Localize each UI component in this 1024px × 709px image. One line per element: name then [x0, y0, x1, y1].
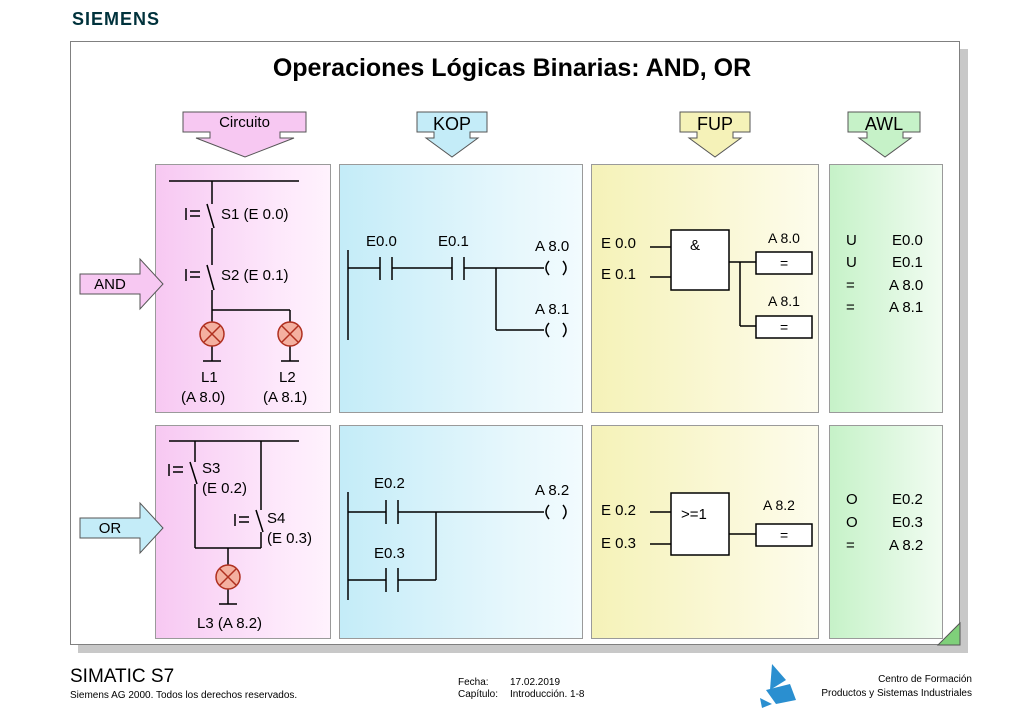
- switch-s3-label: S3: [202, 460, 221, 477]
- awl-or-op-1: O: [846, 491, 858, 508]
- panel-awl-or: [829, 425, 943, 639]
- switch-s4-label: S4: [267, 510, 286, 527]
- arrow-circuito: [182, 111, 307, 158]
- awl-and-op-2: U: [846, 254, 857, 271]
- awl-or-op-2: O: [846, 514, 858, 531]
- awl-and-arg-3: A 8.0: [889, 277, 924, 294]
- fup-input-e00: E 0.0: [601, 235, 637, 252]
- arrow-awl: [847, 111, 921, 158]
- kop-or-ladder: [347, 492, 567, 600]
- centro-line-2: Productos y Sistemas Industriales: [821, 688, 972, 699]
- fup-input-e02: E 0.2: [601, 502, 637, 519]
- awl-and-op-1: U: [846, 232, 857, 249]
- fup-or-blocks: [650, 492, 813, 556]
- footer-left: SIMATIC S7 Siemens AG 2000. Todos los de…: [70, 666, 297, 701]
- switch-s3-addr: (E 0.2): [202, 480, 248, 497]
- header-kop: KOP: [432, 114, 471, 134]
- fecha-label: Fecha:: [458, 677, 489, 688]
- fup-assign-a81: =: [780, 319, 789, 335]
- awl-or-arg-1: E0.2: [892, 491, 923, 508]
- header-awl: AWL: [864, 114, 904, 134]
- fup-or-gate-label: >=1: [681, 506, 707, 523]
- copyright: Siemens AG 2000. Todos los derechos rese…: [70, 690, 298, 701]
- kop-coil-a80: A 8.0: [535, 238, 570, 255]
- kop-contact-e00: E0.0: [366, 233, 397, 250]
- awl-or-op-3: =: [846, 537, 855, 554]
- centro-line-1: Centro de Formación: [878, 674, 972, 685]
- awl-or-arg-2: E0.3: [892, 514, 923, 531]
- awl-and-arg-4: A 8.1: [889, 299, 924, 316]
- panel-awl-and: [829, 164, 943, 413]
- kop-contact-e03: E0.3: [374, 545, 405, 562]
- header-fup: FUP: [697, 114, 733, 134]
- awl-and-arg-1: E0.0: [892, 232, 923, 249]
- panel-kop-or: [339, 425, 583, 639]
- lamp-l2-label: L2: [279, 369, 296, 386]
- and-circuit-wires: [169, 180, 299, 362]
- awl-and-op-4: =: [846, 299, 855, 316]
- page-title: Operaciones Lógicas Binarias: AND, OR: [272, 54, 752, 82]
- lamp-l1-addr: (A 8.0): [181, 389, 226, 406]
- kop-contact-e01: E0.1: [438, 233, 469, 250]
- kop-coil-a81: A 8.1: [535, 301, 570, 318]
- fecha-value: 17.02.2019: [510, 677, 561, 688]
- lamp-l3: [215, 564, 241, 590]
- panel-kop-and: [339, 164, 583, 413]
- switch-symbols: [185, 208, 200, 281]
- fup-output-a81: A 8.1: [768, 293, 800, 309]
- fup-and-blocks: [650, 229, 813, 339]
- fup-output-a82: A 8.2: [763, 497, 795, 513]
- lamp-l2: [277, 321, 303, 347]
- switch-s2-label: S2 (E 0.1): [221, 267, 289, 284]
- arrow-kop: [416, 111, 488, 158]
- capitulo-label: Capítulo:: [458, 689, 499, 700]
- capitulo-value: Introducción. 1-8: [510, 689, 585, 700]
- kop-contact-e02: E0.2: [374, 475, 405, 492]
- awl-and-arg-2: E0.1: [892, 254, 923, 271]
- corner-fold: [936, 621, 961, 646]
- arrow-or: [79, 501, 164, 555]
- or-circuit-wires: [168, 440, 299, 605]
- lamp-l3-label: L3 (A 8.2): [197, 615, 263, 632]
- fup-input-e03: E 0.3: [601, 535, 637, 552]
- kop-coil-a82: A 8.2: [535, 482, 570, 499]
- row-label-and: AND: [94, 276, 126, 293]
- training-logo: [760, 664, 796, 708]
- fup-and-gate-label: &: [690, 237, 701, 254]
- fup-assign-a82: =: [780, 527, 789, 543]
- fup-input-e01: E 0.1: [601, 266, 637, 283]
- arrow-fup: [679, 111, 751, 158]
- kop-and-ladder: [347, 250, 567, 340]
- switch-s4-addr: (E 0.3): [267, 530, 313, 547]
- product-name: SIMATIC S7: [70, 666, 175, 687]
- lamp-l1: [199, 321, 225, 347]
- lamp-l1-label: L1: [201, 369, 218, 386]
- awl-or-arg-3: A 8.2: [889, 537, 924, 554]
- fup-assign-a80: =: [780, 255, 789, 271]
- training-center: Centro de Formación Productos y Sistemas…: [821, 673, 972, 701]
- lamp-l2-addr: (A 8.1): [263, 389, 308, 406]
- row-label-or: OR: [98, 520, 122, 537]
- panel-circuit-and: [155, 164, 331, 413]
- fup-output-a80: A 8.0: [768, 230, 800, 246]
- awl-and-op-3: =: [846, 277, 855, 294]
- switch-s1-label: S1 (E 0.0): [221, 206, 289, 223]
- brand-logo: SIEMENS: [72, 9, 161, 29]
- panel-fup-and: [591, 164, 819, 413]
- arrow-and: [79, 257, 164, 311]
- header-circuito: Circuito: [219, 114, 270, 131]
